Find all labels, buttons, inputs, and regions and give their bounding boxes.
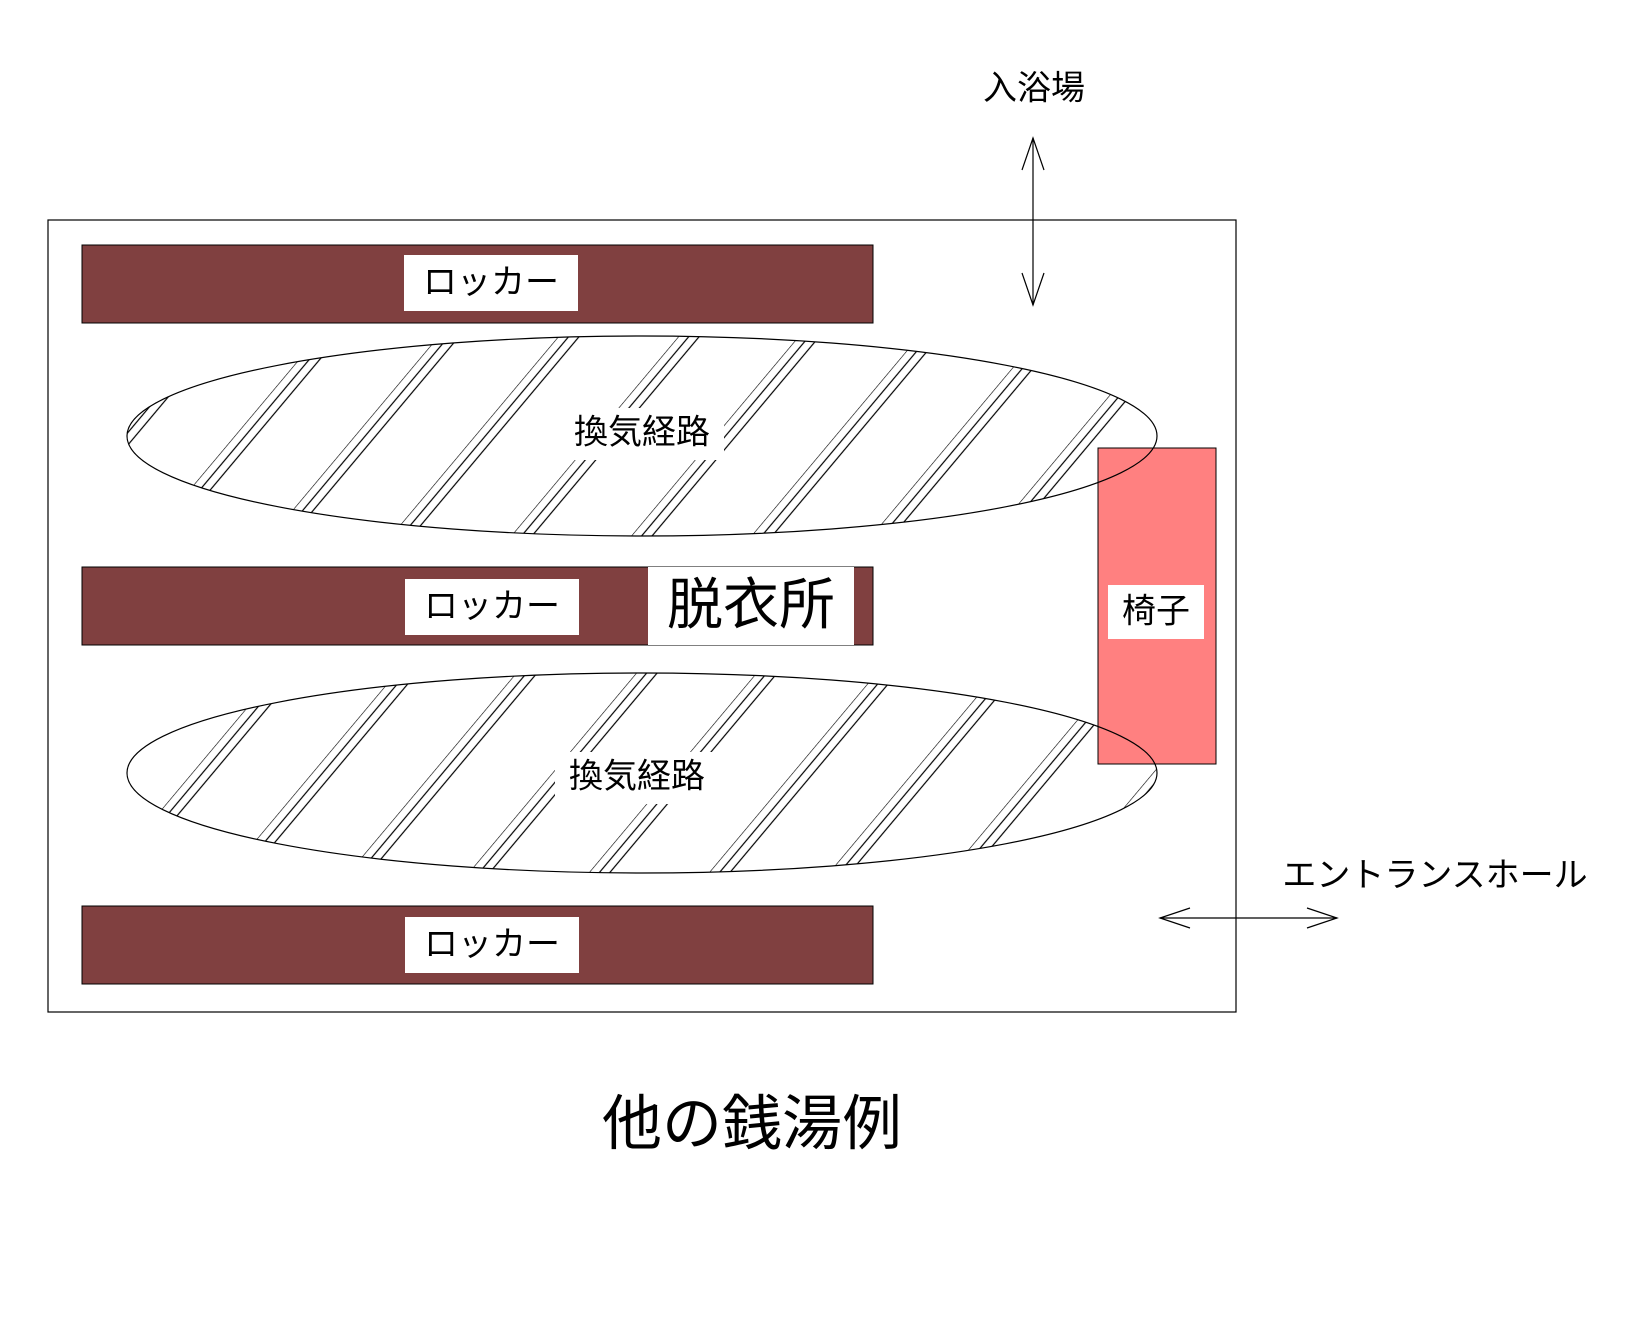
locker-3-label-box [405, 917, 579, 973]
bath-arrow [1021, 136, 1045, 307]
locker-1-label: ロッカー [423, 263, 559, 303]
locker-2-label-box [405, 579, 579, 635]
vent-2-label: 換気経路 [569, 757, 705, 797]
room-label-box [648, 567, 854, 645]
bath-label: 入浴場 [983, 69, 1085, 109]
locker-2-label: ロッカー [424, 587, 560, 627]
locker-1-label-box [404, 255, 578, 311]
chair-label: 椅子 [1122, 592, 1190, 632]
entrance-label: エントランスホール [1282, 856, 1587, 896]
entrance-arrow [1158, 907, 1339, 929]
chair-label-box [1108, 585, 1204, 639]
room-label: 脱衣所 [667, 573, 835, 638]
vent-path-2-outline [126, 672, 1158, 874]
page-title: 他の銭湯例 [602, 1090, 902, 1160]
dressing-room-outline [47, 219, 1237, 1013]
vent-1-label: 換気経路 [574, 413, 710, 453]
locker-3-label: ロッカー [424, 925, 560, 965]
vent-1-label-box [560, 408, 724, 460]
vent-2-label-box [555, 752, 719, 804]
vent-path-1-outline [126, 335, 1158, 537]
